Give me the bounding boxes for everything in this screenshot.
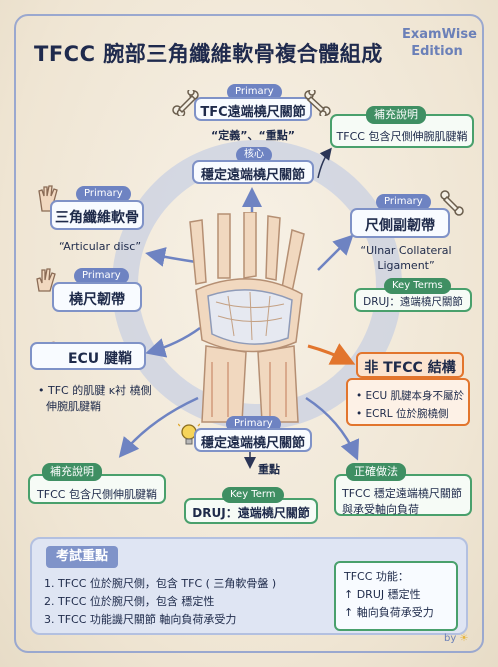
bottom-key-term-text: DRUJ：遠端橈尺關節 — [192, 506, 310, 520]
ecu-sheath-card: ECU 腱鞘 — [30, 342, 146, 370]
ulnar-collateral-ligament-label: 尺側副韌帶 — [365, 218, 435, 234]
sun-icon: ☀ — [459, 633, 469, 644]
triangular-fibrocartilage-label: 三角纖維軟骨 — [55, 210, 139, 226]
exam-line-3: 3. TFCC 功能譏尺關節 軸向負荷承受力 — [44, 613, 237, 626]
tfc-druj-card: TFC遠端橈尺關節 — [194, 97, 312, 121]
core-stabilize-label: 穩定遠端橈尺關節 — [200, 168, 305, 183]
ucl-key-terms-badge: Key Terms — [384, 278, 451, 294]
definition-quote: “定義”、“重點” — [211, 129, 295, 142]
key-point-label: 重點 — [258, 463, 280, 476]
bottom-key-term-badge: Key Term — [222, 487, 284, 503]
top-center-primary-badge: Primary — [227, 84, 282, 100]
triangular-fibrocartilage-card: 三角纖維軟骨 — [50, 200, 144, 230]
ucl-primary-badge: Primary — [376, 194, 431, 210]
bottom-stabilize-card: 穩定遠端橈尺關節 — [194, 428, 312, 452]
arrow-to-ucl — [317, 234, 354, 271]
exam-line-1: 1. TFCC 位於腕尺側，包含 TFC ( 三角軟骨盤 ) — [44, 577, 277, 590]
non-tfcc-label: 非 TFCC 結構 — [364, 360, 456, 376]
lightbulb-icon — [178, 422, 200, 445]
ucl-key-terms-text: DRUJ：遠端橈尺關節 — [363, 296, 463, 308]
bone-icon — [304, 90, 331, 116]
radioulnar-ligament-label: 橈尺韌帶 — [69, 292, 125, 308]
page-frame — [14, 14, 484, 653]
core-stabilize-card: 穩定遠端橈尺關節 — [192, 160, 314, 184]
ulnar-collateral-ligament-card: 尺側副韌帶 — [350, 208, 450, 238]
ecu-sheath-label: ECU 腱鞘 — [67, 351, 133, 367]
function-item-1: ↑ DRUJ 穩定性 — [344, 588, 421, 601]
tfc-druj-label: TFC遠端橈尺關節 — [200, 105, 306, 120]
correct-approach-badge: 正確做法 — [346, 463, 406, 481]
non-tfcc-header: 非 TFCC 結構 — [356, 352, 464, 378]
hand-icon — [36, 268, 56, 292]
exam-title: 考試重點 — [46, 546, 119, 568]
function-title: TFCC 功能： — [344, 570, 409, 583]
arrow-to-supplement-top — [317, 147, 332, 179]
ligament-primary-badge: Primary — [74, 268, 129, 284]
arrow-to-non-tfcc — [307, 343, 356, 365]
bone-icon — [440, 190, 464, 216]
tfcc-function-box: TFCC 功能： ↑ DRUJ 穩定性 ↑ 軸向負荷承受力 — [334, 561, 458, 631]
supplement-top-badge: 補充說明 — [366, 106, 426, 124]
byline: by ☀ — [444, 633, 468, 644]
disc-primary-badge: Primary — [76, 186, 131, 202]
non-tfcc-box: • ECU 肌腱本身不屬於 • ECRL 位於腕橈側 — [346, 378, 470, 426]
function-item-2: ↑ 軸向負荷承受力 — [344, 606, 434, 619]
correct-line-2: 與承受軸向負荷 — [342, 503, 419, 516]
bone-icon — [172, 90, 199, 116]
wrist-anatomy-illustration — [189, 212, 305, 423]
radioulnar-ligament-card: 橈尺韌帶 — [52, 282, 142, 312]
supplement-top-box: TFCC 包含尺側伸腕肌腱鞘 — [330, 114, 474, 148]
supplement-top-text: TFCC 包含尺側伸腕肌腱鞘 — [336, 130, 468, 143]
non-tfcc-bullet-2: • ECRL 位於腕橈側 — [356, 408, 449, 420]
page-title: TFCC 腕部三角纖維軟骨複合體組成 — [34, 42, 383, 66]
exam-key-points-panel: 考試重點 1. TFCC 位於腕尺側，包含 TFC ( 三角軟骨盤 ) 2. T… — [30, 537, 468, 635]
exam-line-2: 2. TFCC 位於腕尺側，包含 穩定性 — [44, 595, 215, 608]
ucl-note-line-1: “Ulnar Collateral — [360, 244, 452, 257]
supplement-bottom-text: TFCC 包含尺側伸肌腱鞘 — [37, 488, 157, 501]
ecu-bullet-1: • TFC 的肌腱 ĸ衬 橈側 — [38, 384, 152, 397]
ecu-bullet-2: 伸腕肌腱鞘 — [46, 400, 101, 413]
supplement-bottom-badge: 補充說明 — [42, 463, 102, 481]
arrow-to-ecu — [145, 326, 201, 358]
arrow-to-disc — [145, 247, 197, 267]
articular-disc-note: “Articular disc” — [58, 240, 142, 253]
edition-line-2: Edition — [411, 44, 463, 59]
byline-text: by — [444, 633, 457, 644]
correct-line-1: TFCC 穩定遠端橈尺關節 — [342, 487, 462, 500]
bottom-stabilize-label: 穩定遠端橈尺關節 — [200, 436, 305, 451]
edition-label: ExamWise Edition — [402, 26, 477, 60]
arrow-to-supplement-bottom — [118, 396, 199, 458]
non-tfcc-bullet-1: • ECU 肌腱本身不屬於 — [356, 390, 465, 402]
ucl-note-line-2: Ligament” — [377, 259, 435, 272]
core-badge: 核心 — [236, 147, 272, 163]
edition-line-1: ExamWise — [402, 27, 477, 42]
arrow-to-correct — [305, 396, 360, 461]
